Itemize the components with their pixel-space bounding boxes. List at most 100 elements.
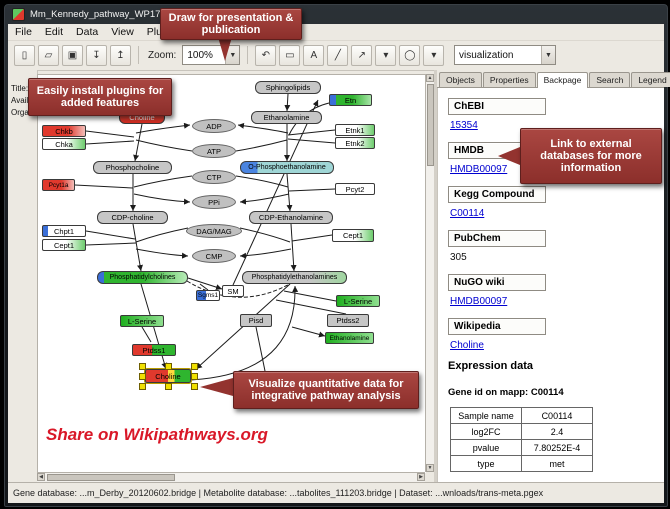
label-tool[interactable]: A bbox=[303, 44, 325, 66]
node-adp[interactable]: ADP bbox=[192, 119, 236, 133]
pathway-edge bbox=[133, 193, 191, 205]
pathway-edge bbox=[275, 299, 347, 315]
backpage-value-nugo[interactable]: HMDB00097 bbox=[450, 296, 508, 307]
toolbar-separator bbox=[247, 46, 249, 64]
visualization-combobox[interactable]: visualization ▼ bbox=[454, 45, 556, 65]
scroll-right-icon[interactable]: ▶ bbox=[417, 473, 425, 481]
datanode-tool[interactable]: ▭ bbox=[279, 44, 301, 66]
tab-backpage[interactable]: Backpage bbox=[536, 72, 589, 88]
chevron-down-icon[interactable]: ▼ bbox=[541, 46, 555, 64]
open-file[interactable]: ▱ bbox=[38, 44, 59, 66]
scroll-left-icon[interactable]: ◀ bbox=[37, 473, 45, 481]
selection-handle[interactable] bbox=[191, 363, 198, 370]
scroll-down-icon[interactable]: ▼ bbox=[426, 464, 434, 472]
import-button[interactable]: ↧ bbox=[86, 44, 107, 66]
node-cmp[interactable]: CMP bbox=[192, 249, 236, 263]
menu-file[interactable]: File bbox=[15, 26, 32, 38]
pathway-edge bbox=[190, 285, 299, 381]
backpage-section-chebi: ChEBI 15354 bbox=[448, 96, 654, 131]
backpage-header-chebi: ChEBI bbox=[448, 98, 546, 115]
menu-edit[interactable]: Edit bbox=[44, 26, 64, 38]
tab-legend[interactable]: Legend bbox=[631, 72, 670, 87]
node-etnk1[interactable]: Etnk1 bbox=[335, 124, 375, 136]
selection-handle[interactable] bbox=[139, 363, 146, 370]
pathway-edge bbox=[286, 173, 293, 212]
selection-handle[interactable] bbox=[165, 363, 172, 370]
node-etn[interactable]: Etn bbox=[329, 94, 372, 106]
backpage-value-chebi[interactable]: 15354 bbox=[450, 120, 478, 131]
node-pcyt1a[interactable]: Pcyt1a bbox=[42, 179, 75, 191]
node-chka[interactable]: Chka bbox=[42, 138, 86, 150]
selection-handle[interactable] bbox=[191, 383, 198, 390]
node-atp[interactable]: ATP bbox=[192, 144, 236, 158]
vertical-scroll-thumb[interactable] bbox=[427, 84, 434, 166]
backpage-value-wikipedia[interactable]: Choline bbox=[450, 340, 484, 351]
scroll-up-icon[interactable]: ▲ bbox=[426, 74, 434, 82]
expression-cell: met bbox=[521, 455, 593, 472]
node-cept1-left[interactable]: Cept1 bbox=[42, 239, 86, 251]
node-ctp[interactable]: CTP bbox=[192, 170, 236, 184]
pathway-edge bbox=[85, 130, 135, 138]
node-sgms1[interactable]: Sgms1 bbox=[196, 290, 220, 301]
export-button[interactable]: ↥ bbox=[110, 44, 131, 66]
backpage-value-hmdb[interactable]: HMDB00097 bbox=[450, 164, 508, 175]
menu-data[interactable]: Data bbox=[76, 26, 99, 38]
node-chpt1[interactable]: Chpt1 bbox=[42, 225, 86, 237]
node-sphingolipids[interactable]: Sphingolipids bbox=[255, 81, 321, 94]
selection-handle[interactable] bbox=[191, 373, 198, 380]
node-sm[interactable]: SM bbox=[222, 285, 244, 297]
node-o-phosphoethanolamine[interactable]: O-Phosphoethanolamine bbox=[240, 161, 334, 174]
node-chkb[interactable]: Chkb bbox=[42, 125, 86, 137]
node-ptdss1[interactable]: Ptdss1 bbox=[132, 344, 176, 356]
node-ppi[interactable]: PPi bbox=[192, 195, 236, 209]
node-ptdss2[interactable]: Ptdss2 bbox=[327, 314, 369, 327]
node-ethanolamine[interactable]: Ethanolamine bbox=[251, 111, 322, 124]
undo-button[interactable]: ↶ bbox=[255, 44, 277, 66]
node-cdp-ethanolamine[interactable]: CDP-Ethanolamine bbox=[249, 211, 333, 224]
sidebar-splitter[interactable] bbox=[434, 70, 437, 482]
callout-arrow bbox=[218, 37, 232, 61]
node-pcyt2[interactable]: Pcyt2 bbox=[335, 183, 375, 195]
selection-handle[interactable] bbox=[139, 373, 146, 380]
horizontal-scrollbar[interactable]: ◀ ▶ bbox=[37, 472, 425, 482]
template-picker[interactable]: ▾ bbox=[423, 44, 445, 66]
titlebar: Mm_Kennedy_pathway_WP1771_45176.gpml bbox=[4, 4, 668, 24]
tab-properties[interactable]: Properties bbox=[482, 72, 536, 87]
node-dag-mag[interactable]: DAG/MAG bbox=[186, 224, 242, 238]
horizontal-scroll-thumb[interactable] bbox=[47, 474, 175, 481]
selection-handle[interactable] bbox=[139, 383, 146, 390]
node-phosphatidylcholines[interactable]: Phosphatidylcholines bbox=[97, 271, 188, 284]
arrow-tool[interactable]: ↗ bbox=[351, 44, 373, 66]
node-l-serine-left[interactable]: L-Serine bbox=[120, 315, 164, 327]
ellipse-tool[interactable]: ◯ bbox=[399, 44, 421, 66]
backpage-value-kegg[interactable]: C00114 bbox=[450, 208, 485, 219]
tab-objects[interactable]: Objects bbox=[439, 72, 482, 87]
node-phosphocholine[interactable]: Phosphocholine bbox=[93, 161, 172, 174]
shape-picker[interactable]: ▾ bbox=[375, 44, 397, 66]
node-choline-selected[interactable]: Choline bbox=[144, 368, 192, 384]
pathway-edge bbox=[199, 283, 209, 291]
window-title: Mm_Kennedy_pathway_WP1771_45176.gpml bbox=[30, 8, 226, 20]
tab-search[interactable]: Search bbox=[589, 72, 631, 87]
vertical-scrollbar[interactable]: ▲ ▼ bbox=[425, 74, 435, 472]
new-file[interactable]: ▯ bbox=[14, 44, 35, 66]
save-file[interactable]: ▣ bbox=[62, 44, 83, 66]
node-pisd[interactable]: Pisd bbox=[240, 314, 272, 327]
node-cept1-right[interactable]: Cept1 bbox=[332, 229, 374, 242]
node-ethanolamine-2[interactable]: Ethanolamine bbox=[325, 332, 374, 344]
node-etnk2[interactable]: Etnk2 bbox=[335, 137, 375, 149]
selection-handle[interactable] bbox=[165, 383, 172, 390]
pathway-edge bbox=[85, 242, 137, 246]
tool-button-group: ↶▭A╱↗▾◯▾ bbox=[255, 44, 445, 66]
menu-view[interactable]: View bbox=[111, 26, 134, 38]
line-tool[interactable]: ╱ bbox=[327, 44, 349, 66]
node-cdp-choline[interactable]: CDP-choline bbox=[97, 211, 168, 224]
expression-cell: pvalue bbox=[450, 439, 522, 456]
pathway-edge bbox=[235, 175, 289, 188]
menubar: FileEditDataViewPluginsHelp bbox=[8, 24, 664, 41]
node-l-serine-right[interactable]: L-Serine bbox=[336, 295, 380, 307]
node-phosphatidylethanolamines[interactable]: Phosphatidylethanolamines bbox=[242, 271, 347, 284]
